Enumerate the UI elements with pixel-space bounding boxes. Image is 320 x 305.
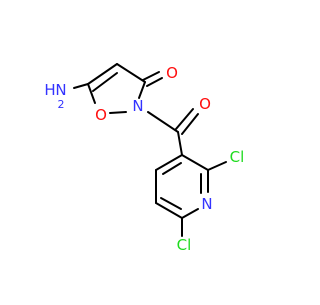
atom-label-pyridine-n: N [201,195,212,213]
atom-label-amine-h2: 2 [58,98,65,111]
atom-label-ring-n: N [132,97,143,115]
bond-c3-o-a [142,71,160,81]
pyridine-ring [155,154,209,219]
atom-label-cl-lower: Cl [177,236,192,254]
atom-label-amine-h: H [44,81,55,99]
molecule-structure-diagram: N H 2 O N O O N Cl Cl [44,63,245,254]
bond-pyr-c4-c3 [155,154,183,171]
atom-label-carbonyl-o: O [199,95,211,113]
bond-c3-o-b [146,77,163,87]
atom-label-ring-o: O [95,106,107,124]
bond-c4-c3 [116,63,146,83]
bond-c5-nh2 [73,83,89,89]
isoxazolone-ring [87,63,146,114]
bond-cacyl-o-a [175,108,194,130]
bond-pyr-n1-c6 [181,208,199,219]
atom-label-amine-n: N [55,81,66,99]
bond-c5-c4-inner [92,72,118,92]
bond-n2-o1 [109,111,127,114]
atom-label-ketone-o: O [166,64,178,82]
bond-c3-n2 [138,81,146,99]
bond-cacyl-pyr [177,131,183,156]
atom-label-cl-upper: Cl [230,148,245,166]
bond-o1-c5 [87,83,96,104]
acyl-double-bond [175,108,199,135]
bond-c5-c4 [87,63,118,85]
bond-n2-cacyl [147,111,179,133]
bond-pyr-c6-c5-inner [160,197,182,210]
bond-cacyl-o-b [181,113,199,135]
bond-pyr-c4-c3-inner [162,162,182,175]
bond-c2-cl [207,161,227,171]
bond-pyr-c3-c2 [181,154,209,171]
bond-pyr-c6-c5 [155,202,183,219]
molecule-svg: N H 2 O N O O N Cl Cl [44,63,245,254]
ketone-double-bond [142,71,163,87]
